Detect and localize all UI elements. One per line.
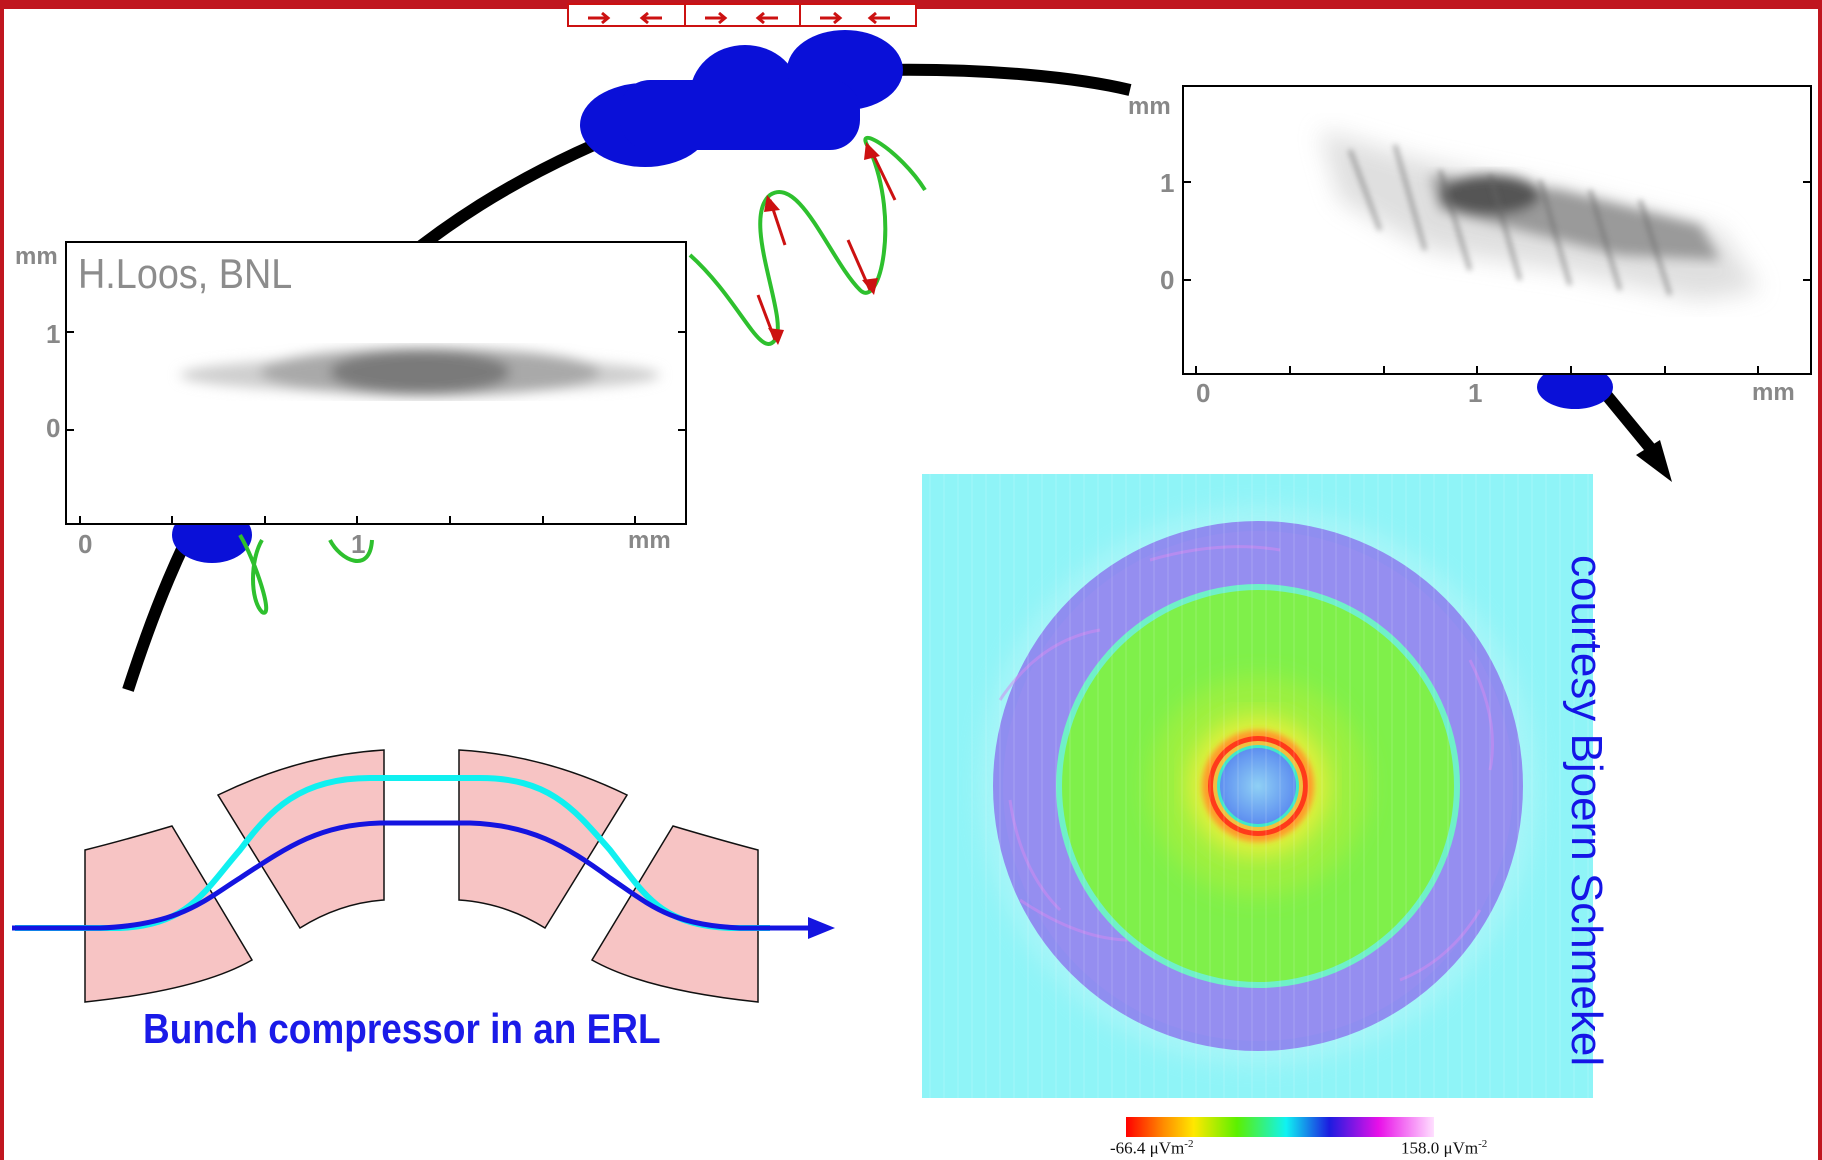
electron-bunch-right: [1537, 365, 1613, 409]
beam-exit-arrowhead: [1636, 440, 1672, 482]
author-credit: H.Loos, BNL: [78, 250, 293, 297]
top-arrow-strip: [567, 3, 917, 27]
right-x-unit: mm: [1752, 379, 1795, 406]
right-x-tick-1: 1: [1468, 378, 1482, 408]
dipole-magnet-1: [84, 825, 254, 1003]
chicane-magnets: [84, 749, 759, 1003]
left-y-tick-0: 0: [46, 413, 60, 443]
simulation-credit: courtesy Bjoern Schmekel: [1562, 555, 1611, 1067]
colorbar-max-label: 158.0 μVm-2: [1401, 1138, 1487, 1159]
inner-orbit: [12, 820, 812, 931]
left-x-tick-0: 0: [78, 529, 92, 559]
left-x-unit: mm: [628, 527, 671, 554]
colorbar-min-label: -66.4 μVm-2: [1110, 1138, 1193, 1159]
left-frame-bar: [0, 0, 4, 1160]
right-frame-bar: [1818, 0, 1822, 1160]
left-panel-axis-labels: mm 1 0 0 1 mm: [15, 243, 671, 559]
colorbar: [1126, 1117, 1434, 1137]
radiation-wave-top: [688, 135, 927, 346]
left-y-unit: mm: [15, 243, 58, 270]
colorbar-max-exponent: -2: [1478, 1138, 1488, 1150]
wakefield-simulation-image: [922, 474, 1593, 1098]
left-density-panel: [65, 241, 687, 525]
left-y-tick-1: 1: [46, 319, 60, 349]
figure-caption: Bunch compressor in an ERL: [143, 1005, 661, 1052]
right-density-panel: [1182, 85, 1812, 375]
right-x-tick-0: 0: [1196, 378, 1210, 408]
outer-orbit: [15, 775, 770, 931]
left-x-tick-1: 1: [351, 529, 365, 559]
right-y-unit: mm: [1128, 93, 1171, 120]
right-y-tick-0: 0: [1160, 265, 1174, 295]
colorbar-min-exponent: -2: [1184, 1138, 1194, 1150]
orbit-direction-arrowhead: [808, 917, 835, 939]
electron-bunch-top: [580, 30, 903, 167]
colorbar-max-text: 158.0 μVm: [1401, 1138, 1479, 1158]
right-y-tick-1: 1: [1160, 168, 1174, 198]
colorbar-min-text: -66.4 μVm: [1110, 1138, 1185, 1158]
right-panel-axis-labels: mm 1 0 0 1 mm: [1128, 93, 1795, 408]
